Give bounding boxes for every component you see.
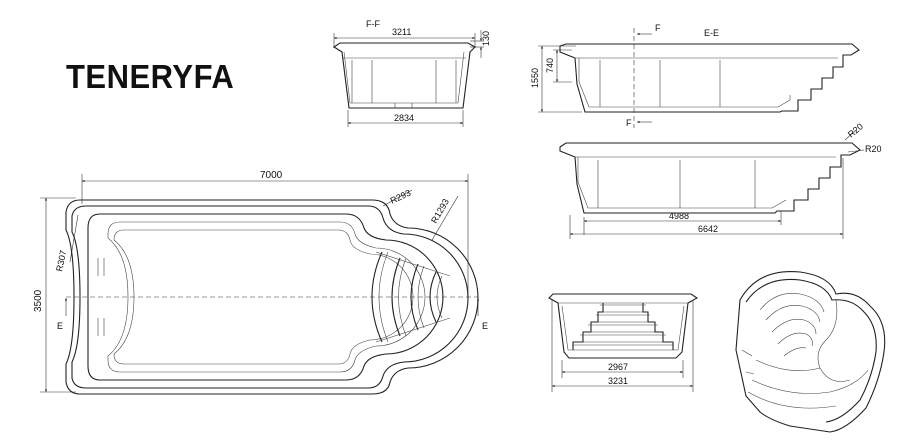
dimension-depth: 1550 (530, 68, 540, 88)
isometric-view (735, 271, 886, 433)
dimension-top-width: 3211 (392, 27, 411, 37)
radius-large-label: R1293 (429, 197, 451, 225)
dimension-inner-width: 2967 (608, 362, 628, 372)
radius-side-label: R20 (865, 144, 882, 154)
cut-label-e-left: E (57, 321, 63, 331)
section-ff-label: F-F (366, 19, 380, 29)
plan-view-inner-outline (87, 213, 444, 381)
side-view-outline (559, 142, 861, 214)
dimension-floor-length: 4988 (669, 211, 689, 221)
plan-view: 7000 3500 R307 R293 R1293 E E (33, 170, 488, 395)
page-title: TENERYFA (66, 58, 235, 96)
dimension-rim-height: 130 (481, 31, 491, 46)
radius-small-label: R293 (389, 188, 413, 206)
radius-top-label: R20 (846, 121, 865, 139)
plan-view-outline (65, 199, 479, 395)
cut-label-e-right: E (482, 321, 488, 331)
end-view-outline (548, 293, 699, 359)
section-ff-view: F-F 3211 130 2834 (332, 19, 491, 127)
dimension-step-height: 740 (545, 58, 555, 73)
isometric-outline (735, 271, 886, 433)
cut-label-f-bottom: F (626, 118, 632, 128)
radius-corner-label: R307 (54, 249, 68, 272)
section-ee-view: E-E F F 1550 740 (530, 23, 860, 128)
dimension-bottom-width: 2834 (394, 113, 414, 123)
section-ff-outline (332, 42, 476, 109)
dimension-total-length: 6642 (698, 224, 718, 234)
dimension-width: 3500 (33, 289, 44, 312)
section-ee-label: E-E (704, 28, 719, 38)
dimension-length: 7000 (260, 170, 283, 181)
section-ee-outline (559, 43, 860, 113)
side-view: R20 R20 4988 6642 (559, 121, 882, 239)
dimension-outer-width: 3231 (608, 376, 628, 386)
end-view: 2967 3231 (548, 293, 699, 392)
cut-label-f-top: F (655, 23, 661, 33)
